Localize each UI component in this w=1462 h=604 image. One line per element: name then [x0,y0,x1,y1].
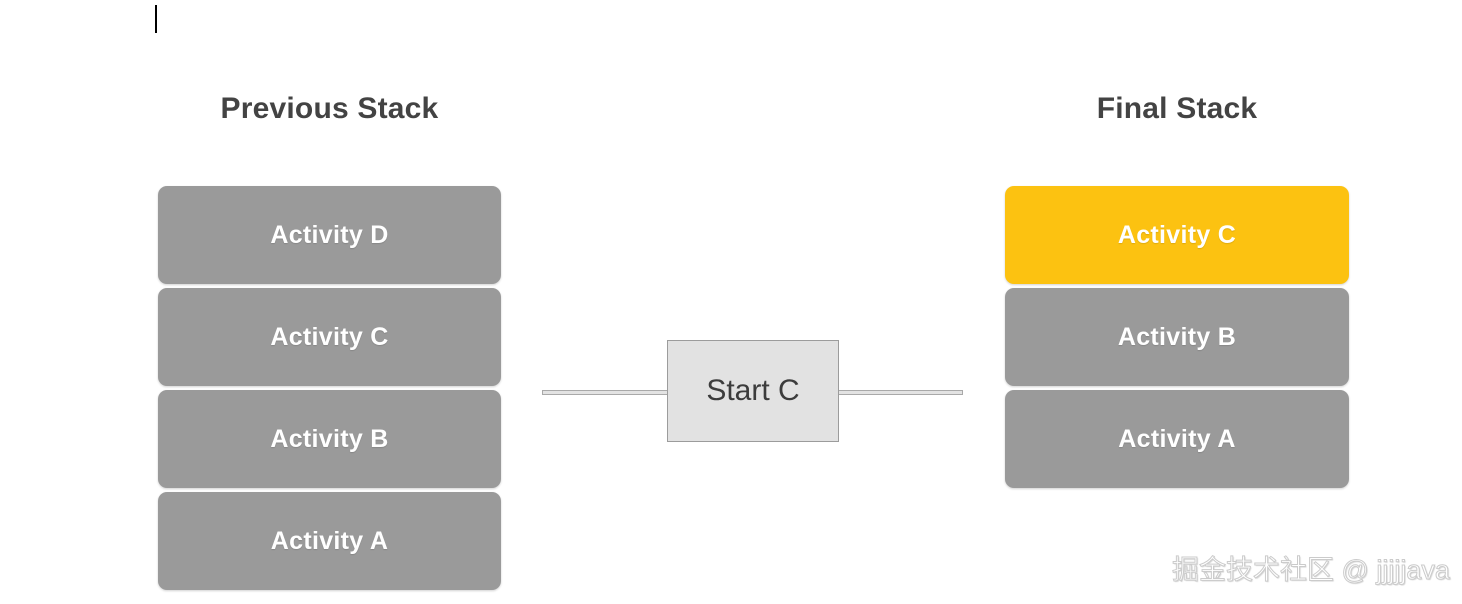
activity-box-b-previous[interactable]: Activity B [158,390,501,488]
activity-box-label: Activity A [270,526,389,555]
connector-line-left [542,390,668,395]
activity-box-label: Activity B [1117,322,1237,351]
activity-box-label: Activity C [1117,220,1237,249]
activity-box-label: Activity C [270,322,389,351]
start-activity-node[interactable]: Start C [667,340,839,442]
activity-box-c-final-highlighted[interactable]: Activity C [1005,186,1349,284]
activity-box-label: Activity A [1118,424,1236,453]
connector-line-right [838,390,963,395]
activity-box-b-final[interactable]: Activity B [1005,288,1349,386]
activity-box-label: Activity B [270,424,389,453]
final-stack-title: Final Stack [1096,92,1258,125]
start-activity-label: Start C [706,374,800,407]
text-caret-artifact [155,5,157,33]
activity-box-d-previous[interactable]: Activity D [158,186,501,284]
activity-box-label: Activity D [270,220,389,249]
activity-box-a-final[interactable]: Activity A [1005,390,1349,488]
transition-group: Start C [542,340,963,444]
previous-stack: Activity D Activity C Activity B Activit… [158,186,501,590]
final-stack: Activity C Activity B Activity A [1005,186,1349,488]
activity-box-a-previous[interactable]: Activity A [158,492,501,590]
activity-box-c-previous[interactable]: Activity C [158,288,501,386]
watermark: 掘金技术社区 @ jjjjjava [1172,555,1451,586]
previous-stack-title: Previous Stack [220,92,439,125]
